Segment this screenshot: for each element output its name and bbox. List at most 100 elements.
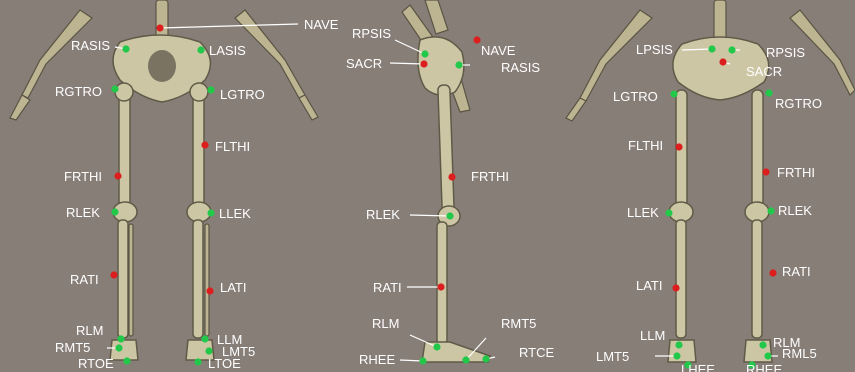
back-label-flthi: FLTHI [628,138,663,153]
front-label-frthi: FRTHI [64,169,102,184]
front-label-lasis: LASIS [209,43,246,58]
front-label-rati: RATI [70,272,99,287]
side-label-rlek: RLEK [366,207,400,222]
side-leader-rlm [410,335,437,347]
front-label-flthi: FLTHI [215,139,250,154]
side-marker-rlek [446,212,453,219]
back-marker-flthi [675,143,682,150]
back-marker-rlm [759,341,766,348]
side-marker-frthi [448,173,455,180]
side-marker-rmt5 [462,356,469,363]
back-marker-frthi [762,168,769,175]
back-right-femur [752,90,763,210]
back-label-rml5: RML5 [782,346,817,361]
back-right-tibia [752,220,762,338]
side-label-nave: NAVE [481,43,516,58]
front-label-llek: LLEK [219,206,251,221]
side-marker-nave [473,36,480,43]
side-label-rlm: RLM [372,316,399,331]
front-left-femur [193,88,204,210]
back-marker-llek [665,209,672,216]
back-marker-rgtro [765,89,772,96]
front-label-rlm: RLM [76,323,103,338]
front-label-lgtro: LGTRO [220,87,265,102]
back-label-rati: RATI [782,264,811,279]
side-label-frthi: FRTHI [471,169,509,184]
front-marker-lasis [197,46,204,53]
side-marker-sacr [420,60,427,67]
back-marker-rml5 [764,352,771,359]
front-marker-flthi [201,141,208,148]
back-label-rlek: RLEK [778,203,812,218]
back-label-lati: LATI [636,278,663,293]
front-marker-rgtro [111,85,118,92]
back-label-lgtro: LGTRO [613,89,658,104]
back-marker-lmt5 [673,352,680,359]
side-label-rmt5: RMT5 [501,316,536,331]
back-marker-rati [769,269,776,276]
back-label-lpsis: LPSIS [636,42,673,57]
front-marker-rmt5 [115,344,122,351]
back-label-rgtro: RGTRO [775,96,822,111]
back-label-llek: LLEK [627,205,659,220]
back-label-frthi: FRTHI [777,165,815,180]
front-label-rlek: RLEK [66,205,100,220]
front-label-nave: NAVE [304,17,339,32]
front-leader-nave [160,24,298,28]
front-marker-rlm [117,335,124,342]
back-marker-sacr [719,58,726,65]
side-label-sacr: SACR [346,56,382,71]
front-right-femur [119,88,130,210]
back-label-rhee: RHEE [746,362,782,372]
front-left-tibia [193,220,203,338]
front-marker-lati [206,287,213,294]
back-label-lhee: LHEE [681,362,715,372]
back-label-llm: LLM [640,328,665,343]
front-marker-frthi [114,172,121,179]
front-marker-llm [201,335,208,342]
back-label-sacr: SACR [746,64,782,79]
back-spine [714,0,726,42]
back-label-lmt5: LMT5 [596,349,629,364]
side-label-rhee: RHEE [359,352,395,367]
side-marker-rhee [419,357,426,364]
front-label-ltoe: LTOE [208,356,241,371]
back-marker-rlek [767,207,774,214]
side-marker-rtce [482,355,489,362]
front-marker-lmt5 [205,347,212,354]
side-label-rtce: RTCE [519,345,554,360]
front-label-rasis: RASIS [71,38,110,53]
front-label-rgtro: RGTRO [55,84,102,99]
back-marker-lgtro [670,90,677,97]
side-marker-rasis [455,61,462,68]
front-marker-lgtro [207,86,214,93]
front-label-rmt5: RMT5 [55,340,90,355]
side-marker-rpsis [421,50,428,57]
front-marker-nave [156,24,163,31]
front-skeleton [10,0,318,360]
back-marker-lpsis [708,45,715,52]
back-marker-lati [672,284,679,291]
front-marker-rlek [111,208,118,215]
front-marker-rtoe [123,357,130,364]
side-marker-rati [437,283,444,290]
side-tibia [437,222,447,344]
side-label-rasis: RASIS [501,60,540,75]
back-label-rpsis: RPSIS [766,45,805,60]
front-right-foot [110,340,138,360]
side-femur [438,85,454,213]
side-label-rati: RATI [373,280,402,295]
side-label-rpsis: RPSIS [352,26,391,41]
back-left-tibia [676,220,686,338]
back-marker-llm [675,341,682,348]
side-marker-rlm [433,343,440,350]
side-spine [425,0,448,34]
front-marker-llek [207,209,214,216]
front-label-rtoe: RTOE [78,356,114,371]
front-right-tibia [118,220,128,338]
front-marker-rati [110,271,117,278]
back-marker-rpsis [728,46,735,53]
front-label-lati: LATI [220,280,247,295]
